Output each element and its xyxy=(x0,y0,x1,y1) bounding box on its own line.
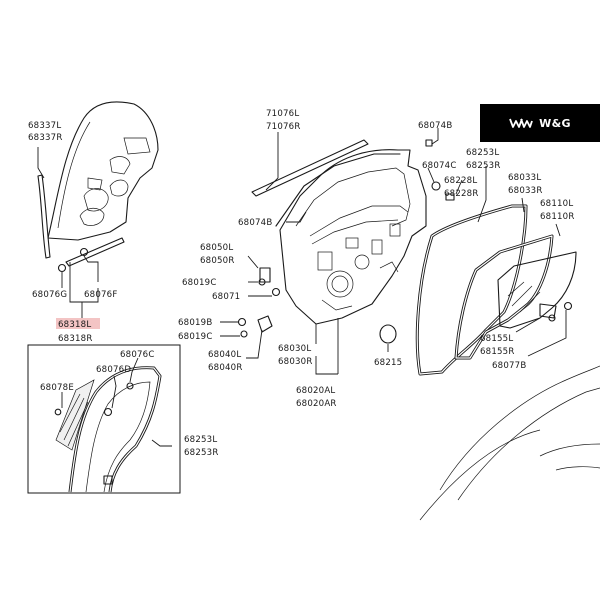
label-inset-68078e: 68078E xyxy=(40,383,74,393)
label-68155r: 68155R xyxy=(480,347,515,357)
label-68110r: 68110R xyxy=(540,212,575,222)
label-68077b: 68077B xyxy=(492,361,526,371)
label-68155l: 68155L xyxy=(480,334,513,344)
bolt-68019c-lower-icon xyxy=(240,330,248,338)
label-68033r: 68033R xyxy=(508,186,543,196)
label-68030r: 68030R xyxy=(278,357,313,367)
label-68110l: 68110L xyxy=(540,199,573,209)
door-shell-68020a xyxy=(279,149,427,325)
bolt-68077b-icon xyxy=(563,301,573,311)
label-68020al: 68020AL xyxy=(296,386,335,396)
bolt-68019b-icon xyxy=(237,317,247,327)
label-68040l: 68040L xyxy=(208,350,241,360)
label-68074b-top: 68074B xyxy=(418,121,452,131)
label-68076f: 68076F xyxy=(84,290,117,300)
label-68076g: 68076G xyxy=(32,290,67,300)
body-quarter-panel xyxy=(47,101,159,241)
label-68033l: 68033L xyxy=(508,173,541,183)
sash-bracket-68155 xyxy=(539,303,557,319)
bolt-68155-icon xyxy=(548,314,556,322)
label-68337r: 68337R xyxy=(28,133,63,143)
label-71076r: 71076R xyxy=(266,122,301,132)
brand-logo-text: W&G xyxy=(539,116,571,130)
hinge-68050-icon xyxy=(259,267,271,283)
label-71076l: 71076L xyxy=(266,109,299,119)
inset-panel xyxy=(27,344,181,494)
window-channel-71076 xyxy=(251,139,369,197)
label-68074c: 68074C xyxy=(422,161,457,171)
label-68253r-main: 68253R xyxy=(466,161,501,171)
clip-68074c-icon xyxy=(431,181,441,191)
wg-mark-icon xyxy=(509,118,534,128)
label-68020ar: 68020AR xyxy=(296,399,337,409)
clip-68074b-icon xyxy=(425,139,433,147)
label-68318l: 68318L xyxy=(58,320,91,330)
label-inset-68076d: 68076D xyxy=(96,365,131,375)
label-68337l: 68337L xyxy=(28,121,61,131)
label-inset-68253l: 68253L xyxy=(184,435,217,445)
clip-68228-icon xyxy=(445,193,455,201)
bolt-68019c-icon xyxy=(258,278,266,286)
door-glass-68110 xyxy=(497,251,577,329)
belt-molding-68337 xyxy=(37,174,51,259)
clip-68076g-icon xyxy=(57,263,67,273)
bolt-68071-icon xyxy=(271,287,281,297)
clip-68076f-icon xyxy=(79,247,89,257)
label-68253l-main: 68253L xyxy=(466,148,499,158)
label-68071: 68071 xyxy=(212,292,240,302)
label-68050l: 68050L xyxy=(200,243,233,253)
label-68074b-left: 68074B xyxy=(238,218,272,228)
label-68019c-lower: 68019C xyxy=(178,332,213,342)
label-68050r: 68050R xyxy=(200,256,235,266)
grommet-68215-icon xyxy=(379,324,397,344)
label-68019b: 68019B xyxy=(178,318,212,328)
label-68228r: 68228R xyxy=(444,189,479,199)
brand-logo-badge: W&G xyxy=(480,104,600,142)
drip-molding-68318 xyxy=(65,237,125,267)
label-68318l-highlight xyxy=(56,318,100,329)
door-sash-outline xyxy=(275,153,401,227)
label-68228l: 68228L xyxy=(444,176,477,186)
label-68318r: 68318R xyxy=(58,334,93,344)
label-68030l: 68030L xyxy=(278,344,311,354)
label-68215: 68215 xyxy=(374,358,402,368)
check-link-68040-icon xyxy=(257,315,273,333)
label-68040r: 68040R xyxy=(208,363,243,373)
label-inset-68253r: 68253R xyxy=(184,448,219,458)
vehicle-outline xyxy=(439,365,600,491)
label-68019c-upper: 68019C xyxy=(182,278,217,288)
label-inset-68076c: 68076C xyxy=(120,350,155,360)
